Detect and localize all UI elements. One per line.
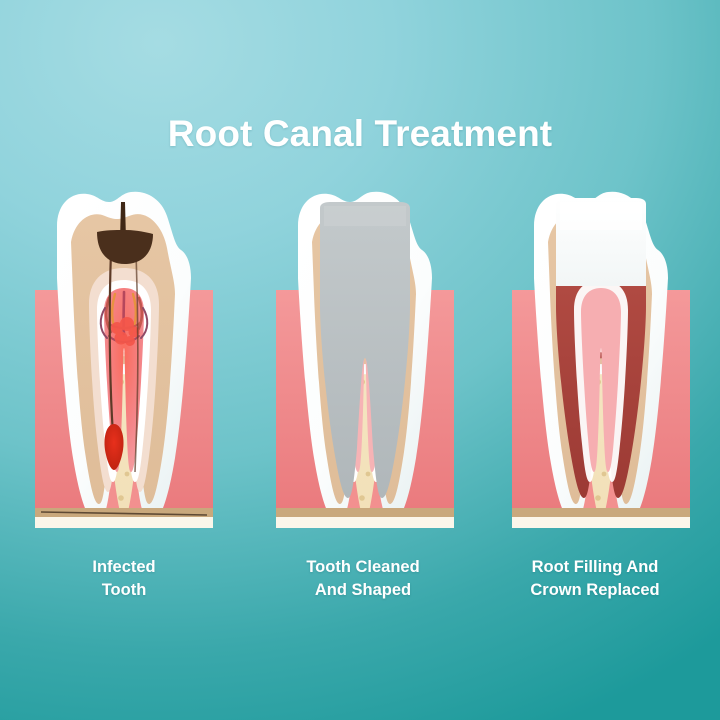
- caption-line-2: Tooth: [101, 581, 147, 599]
- base-shadow-line: [40, 511, 208, 516]
- cavity-highlight: [324, 206, 406, 226]
- caption-infected-tooth: Infected Tooth: [9, 556, 239, 602]
- pulp-inflammation-nodules: [111, 317, 140, 346]
- caption-root-filling: Root Filling And Crown Replaced: [480, 556, 710, 602]
- bone-base-band: [35, 508, 213, 517]
- page-title: Root Canal Treatment: [167, 113, 553, 154]
- tooth-diagram-infected: [35, 186, 213, 528]
- filled-canal-core: [581, 288, 621, 472]
- bone-base-band: [512, 508, 690, 517]
- caption-line-1: Infected: [92, 558, 156, 576]
- panel-base-strip: [35, 517, 213, 528]
- caption-tooth-cleaned: Tooth Cleaned And Shaped: [248, 556, 478, 602]
- crown-highlight: [560, 202, 642, 230]
- cleaned-shaped-cavity: [320, 202, 410, 498]
- cleaned-tooth-illustration: [276, 191, 454, 528]
- root-abscess: [104, 424, 124, 470]
- tooth-diagram-filled: [512, 186, 690, 528]
- panel-base-strip: [512, 517, 690, 528]
- bone-base-band: [276, 508, 454, 517]
- tooth-cavity-decay: [97, 230, 153, 264]
- filled-tooth-illustration: [512, 191, 690, 528]
- panel-base-strip: [276, 517, 454, 528]
- caption-line-2: Crown Replaced: [530, 581, 660, 599]
- infection-tract-line-right: [134, 251, 139, 473]
- tooth-diagram-cleaned: [276, 186, 454, 528]
- caption-line-1: Tooth Cleaned: [306, 558, 420, 576]
- caption-line-1: Root Filling And: [531, 558, 659, 576]
- caption-line-2: And Shaped: [314, 581, 412, 599]
- infected-tooth-illustration: [35, 191, 213, 528]
